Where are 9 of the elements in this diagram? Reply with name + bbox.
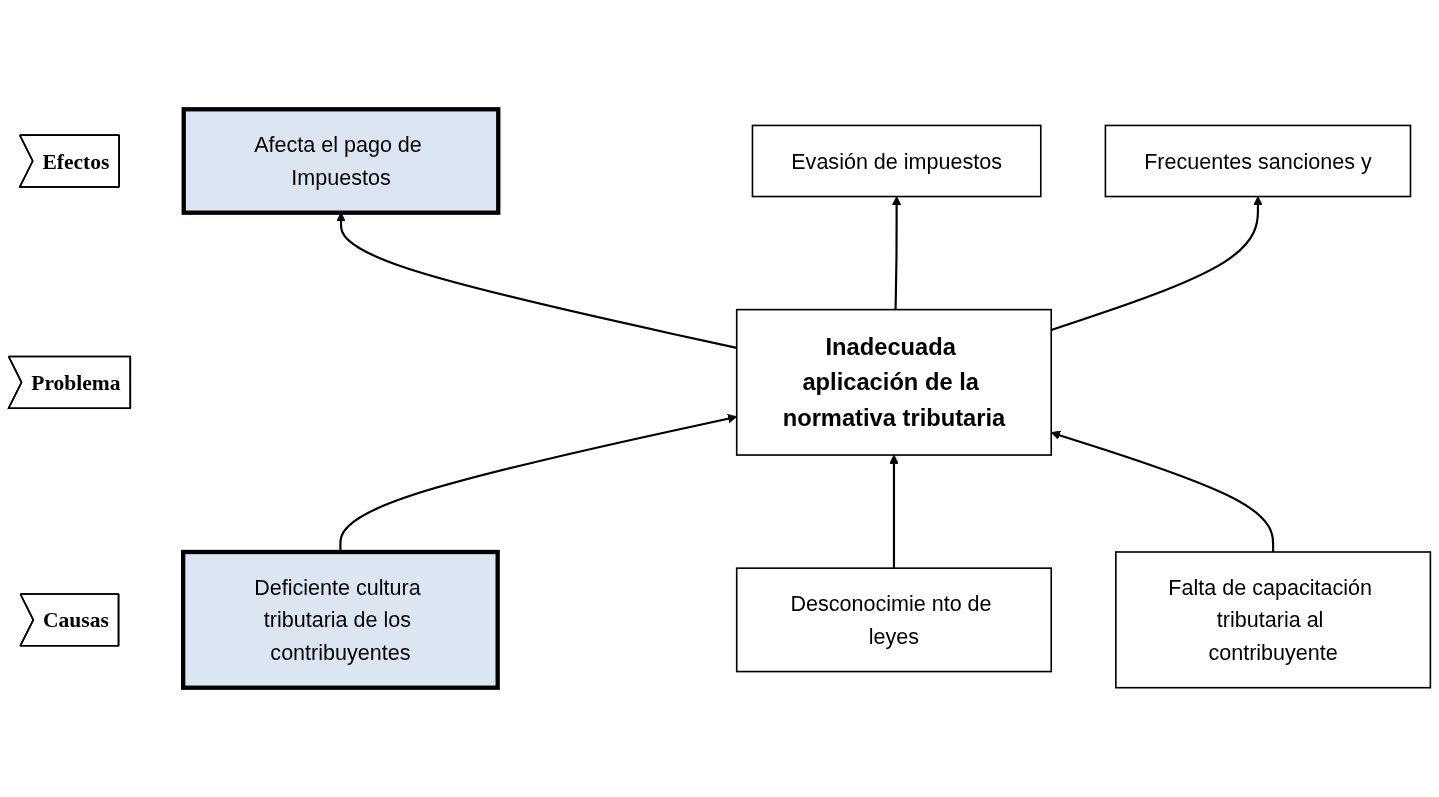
arrow	[891, 196, 902, 310]
node-box: Evasión de impuestos	[751, 124, 1042, 198]
node-box: Desconocimie nto de leyes	[735, 567, 1053, 673]
node-box: Frecuentes sanciones y	[1104, 124, 1412, 198]
node-box: Inadecuada aplicación de la normativa tributaria	[735, 308, 1053, 456]
arrow	[889, 454, 899, 569]
node-box: Deficiente cultura tributaria de los contribuyentes	[181, 549, 500, 690]
node-box: Afecta el pago de Impuestos	[181, 107, 501, 215]
node-box: Falta de capacitación tributaria al contribuyente	[1115, 551, 1432, 689]
